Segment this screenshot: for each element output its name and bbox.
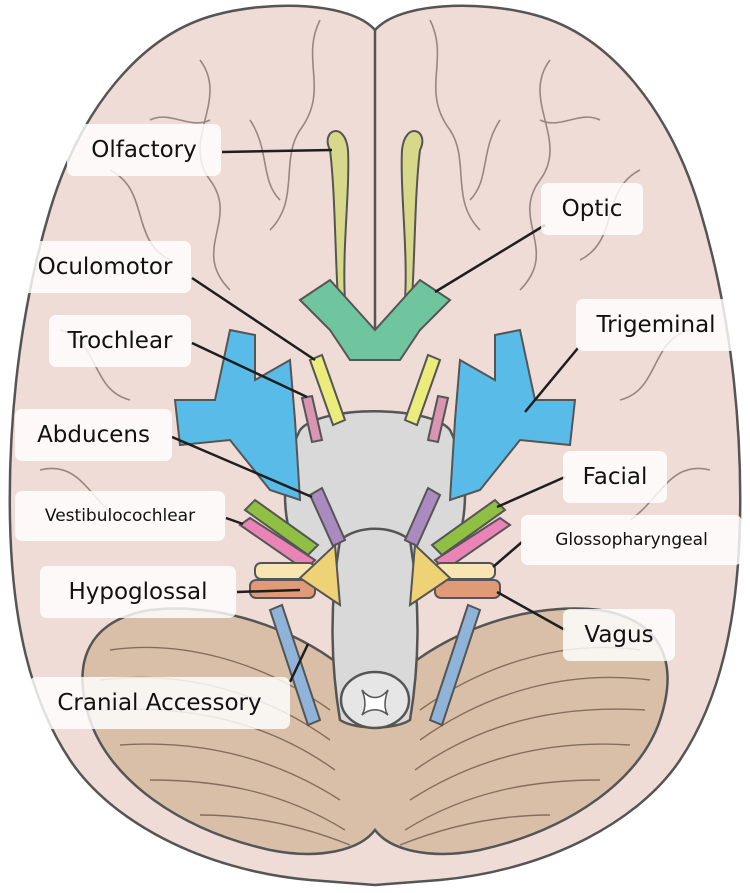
label-oculomotor: Oculomotor [19, 241, 191, 293]
label-trigeminal: Trigeminal [576, 299, 736, 351]
facial-nerve-left [243, 498, 320, 557]
trochlear-nerve-right [426, 394, 450, 444]
label-facial: Facial [563, 451, 667, 503]
vestibulocochlear-nerve-right [433, 516, 512, 572]
trigeminal-nerve-right [448, 328, 577, 502]
vestibulocochlear-nerve-left [238, 516, 317, 572]
label-optic: Optic [541, 183, 643, 235]
hypoglossal-nerve-right [408, 542, 452, 607]
hypoglossal-nerve-left [298, 542, 342, 607]
spinal-cord-grey-matter [361, 689, 389, 716]
label-glossopharyngeal: Glossopharyngeal [521, 515, 742, 565]
abducens-nerve-left [308, 486, 347, 548]
optic-chiasm [298, 278, 452, 361]
accessory-nerve-left [268, 603, 322, 727]
facial-nerve-right [430, 498, 507, 557]
label-vagus: Vagus [563, 609, 675, 661]
accessory-nerve-right [428, 603, 482, 727]
label-olfactory: Olfactory [67, 124, 221, 176]
label-cranial-accessory: Cranial Accessory [29, 677, 290, 729]
olfactory-tract-left [326, 130, 350, 301]
olfactory-tract-right [400, 130, 424, 301]
leader-lines [171, 148, 579, 683]
abducens-nerve-right [403, 486, 442, 548]
label-trochlear: Trochlear [49, 315, 191, 367]
oculomotor-nerve-right [403, 353, 442, 427]
label-hypoglossal: Hypoglossal [40, 566, 236, 618]
oculomotor-nerve-left [308, 353, 347, 427]
label-abducens: Abducens [15, 409, 172, 461]
trochlear-nerve-left [300, 394, 324, 444]
label-vestibulocochlear: Vestibulocochlear [15, 491, 225, 541]
